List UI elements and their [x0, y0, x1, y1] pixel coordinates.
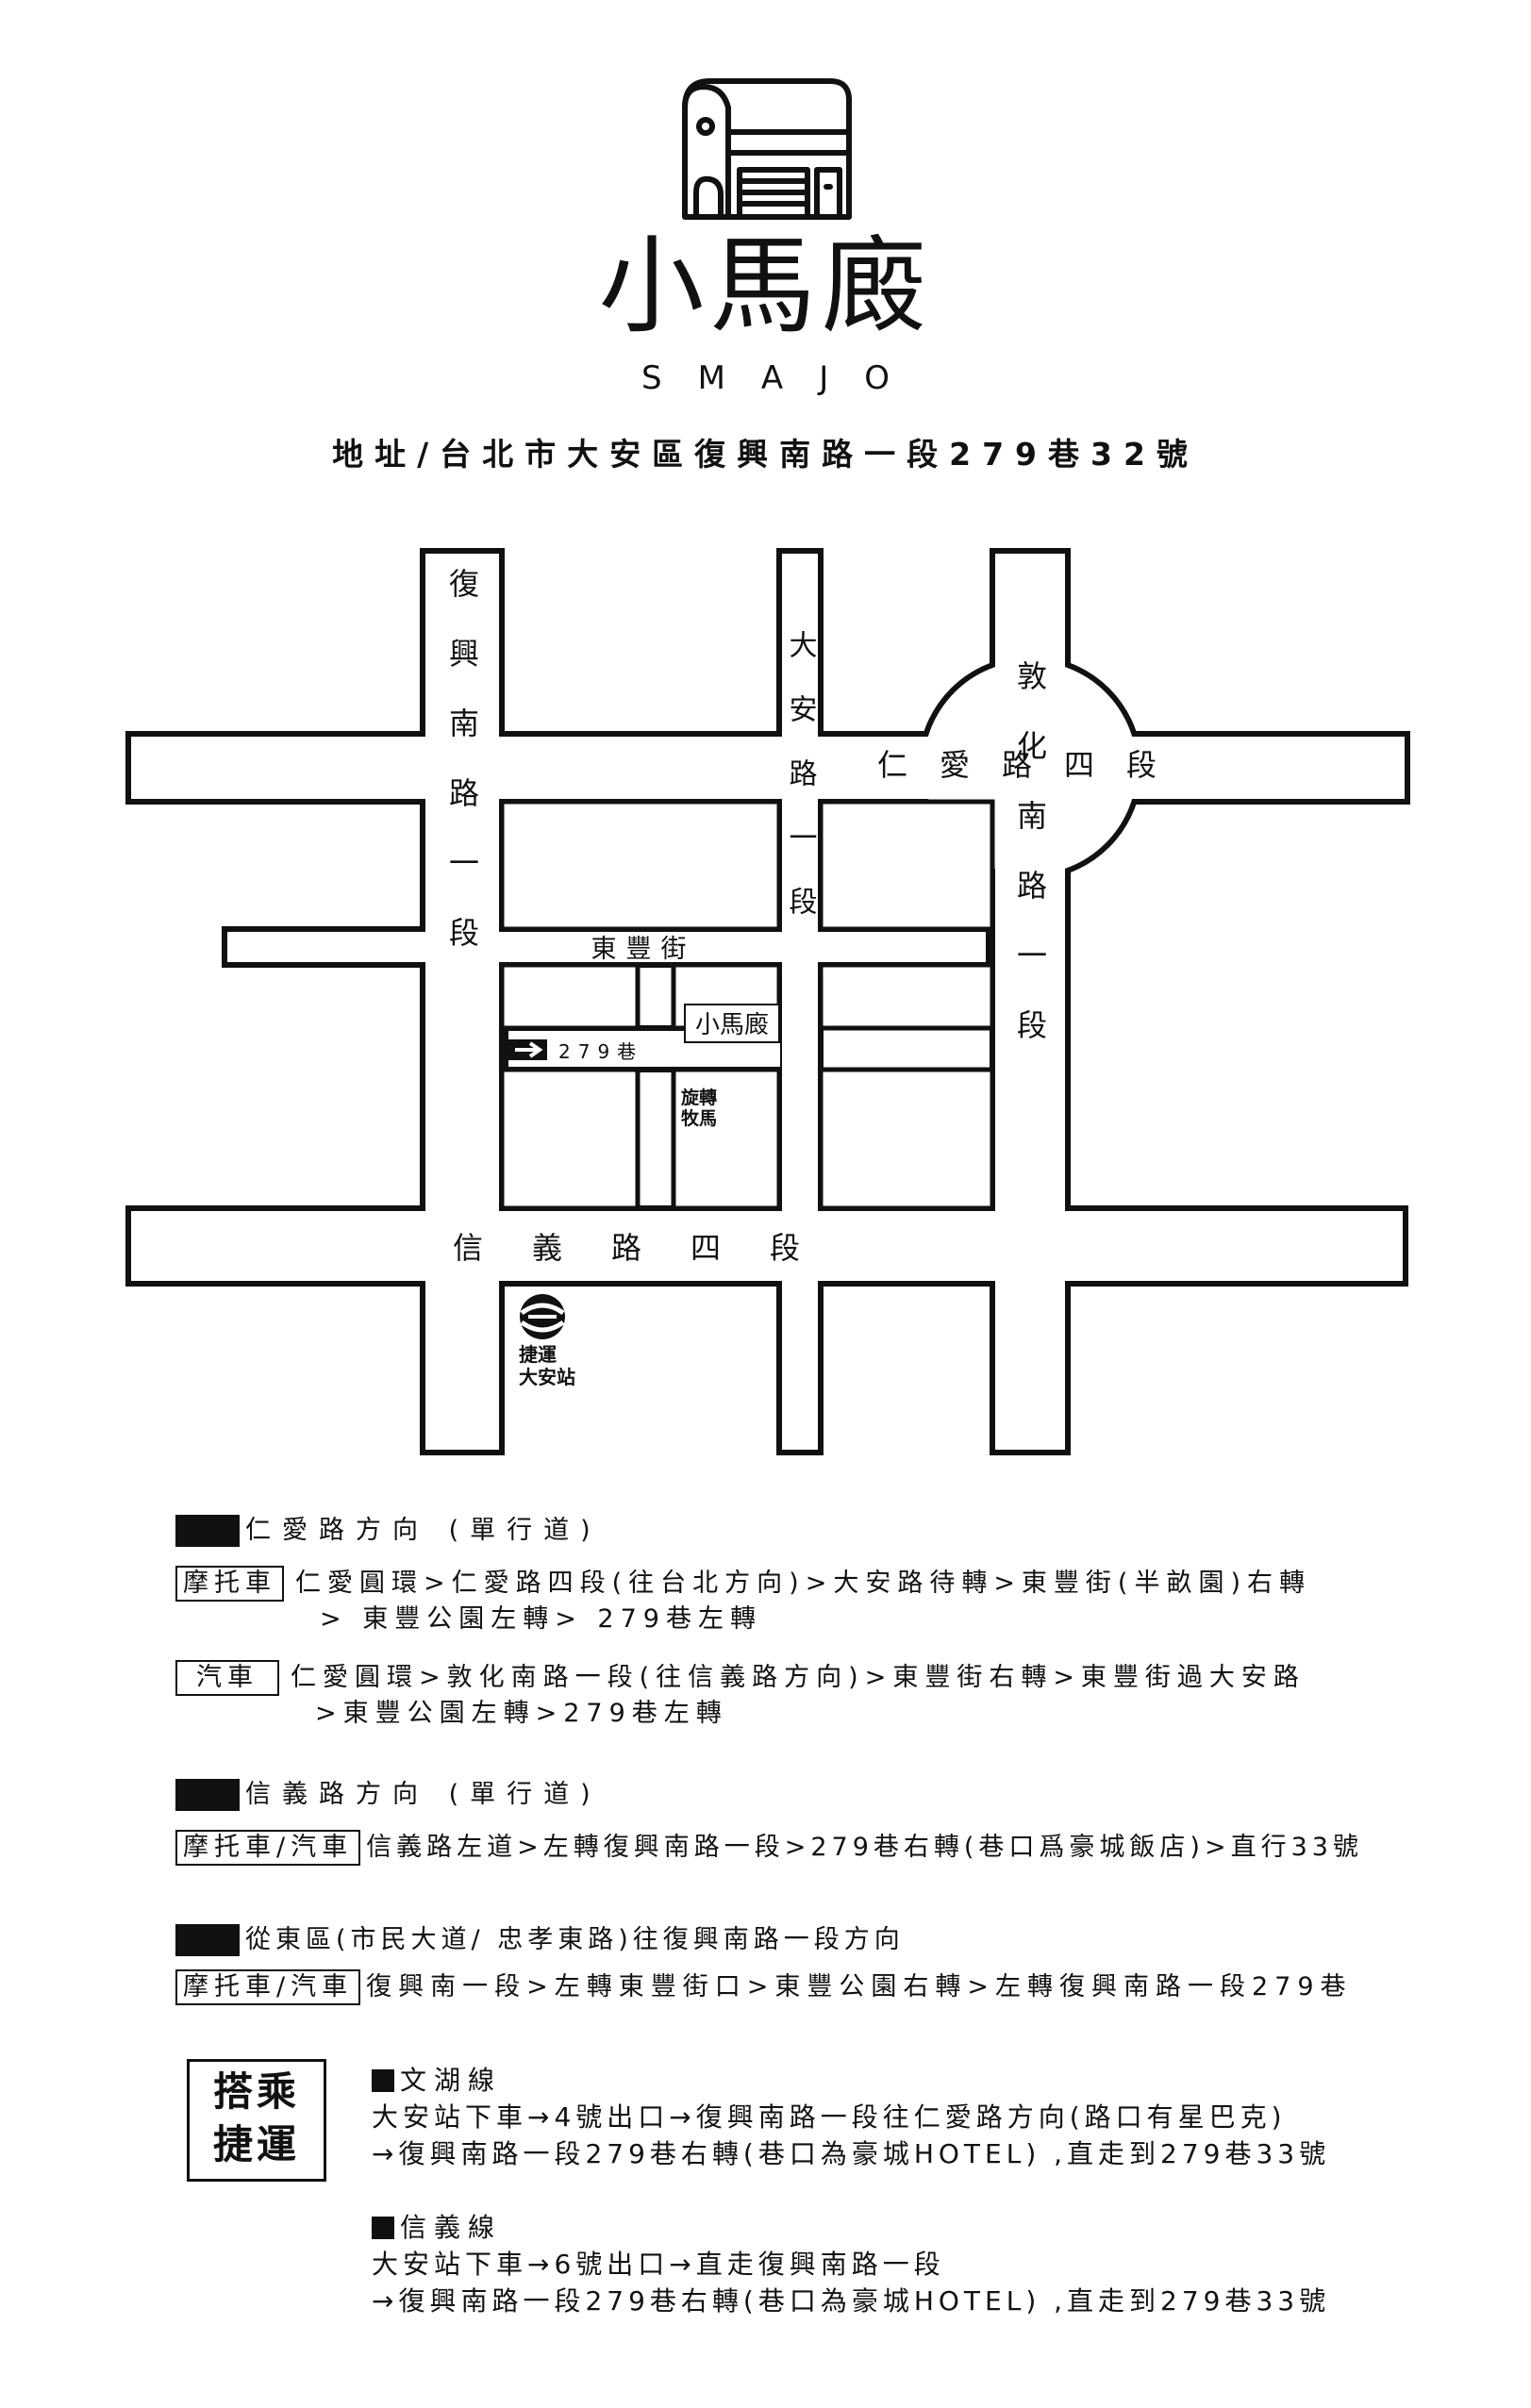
- shop-label: 小馬廄: [695, 1011, 769, 1039]
- metro-logo-icon: [520, 1294, 565, 1339]
- block: [671, 1067, 782, 1211]
- road-label-renai: 仁愛路四段: [877, 747, 1189, 783]
- route-tag: 汽車: [175, 1660, 279, 1696]
- road-label-xinyi: 信義路四段: [453, 1230, 849, 1266]
- direction-heading: 信義路方向 (單行道): [175, 1777, 1363, 1813]
- mrt-box: 搭乘 捷運: [187, 2059, 326, 2182]
- directions-east-district: 從東區(市民大道/ 忠孝東路)往復興南路一段方向 摩托車/汽車 復興南一段>左轉…: [175, 1922, 1353, 2005]
- block: [818, 1067, 995, 1211]
- mrt-station-label-line2: 大安站: [519, 1366, 575, 1388]
- address: 地址/台北市大安區復興南路一段279巷32號: [332, 436, 1199, 473]
- block: [818, 962, 995, 1031]
- route-line: 信義路左道>左轉復興南路一段>279巷右轉(巷口爲豪城飯店)>直行33號: [366, 1833, 1363, 1862]
- section-marker: [372, 2216, 394, 2239]
- direction-heading: 從東區(市民大道/ 忠孝東路)往復興南路一段方向: [175, 1922, 1353, 1958]
- section-marker: [175, 1515, 240, 1547]
- brand-latin-name: SMAJO: [641, 359, 925, 397]
- lane-279-label: 279巷: [558, 1040, 643, 1063]
- route-car: 汽車 仁愛圓環>敦化南路一段(往信義路方向)>東豐街右轉>東豐街過大安路 >東豐…: [175, 1660, 1311, 1732]
- mrt-line-heading: 文湖線: [372, 2062, 1330, 2099]
- mrt-line-heading: 信義線: [372, 2209, 1330, 2246]
- mrt-step: 大安站下車→4號出口→復興南路一段往仁愛路方向(路口有星巴克): [372, 2101, 1287, 2133]
- route-line: 仁愛圓環>仁愛路四段(往台北方向)>大安路待轉>東豐街(半畝園)右轉: [295, 1569, 1312, 1598]
- mrt-step: →復興南路一段279巷右轉(巷口為豪城HOTEL) ,直走到279巷33號: [372, 2285, 1331, 2317]
- landmark-label-line1: 旋轉: [680, 1087, 717, 1108]
- block: [499, 962, 641, 1031]
- house-icon: [682, 78, 852, 220]
- block: [499, 799, 782, 932]
- route-line: 復興南一段>左轉東豐街口>東豐公園右轉>左轉復興南路一段279巷: [366, 1972, 1353, 2001]
- route-motorcycle-car: 摩托車/汽車 信義路左道>左轉復興南路一段>279巷右轉(巷口爲豪城飯店)>直行…: [175, 1830, 1363, 1866]
- section-marker: [175, 1779, 240, 1811]
- direction-heading: 仁愛路方向 (單行道): [175, 1513, 1311, 1549]
- directions-renai: 仁愛路方向 (單行道) 摩托車 仁愛圓環>仁愛路四段(往台北方向)>大安路待轉>…: [175, 1513, 1311, 1732]
- route-tag: 摩托車/汽車: [175, 1830, 361, 1866]
- directions-xinyi: 信義路方向 (單行道) 摩托車/汽車 信義路左道>左轉復興南路一段>279巷右轉…: [175, 1777, 1363, 1866]
- brand-name: 小馬廄: [598, 225, 933, 348]
- mrt-step: →復興南路一段279巷右轉(巷口為豪城HOTEL) ,直走到279巷33號: [372, 2138, 1331, 2169]
- route-motorcycle: 摩托車 仁愛圓環>仁愛路四段(往台北方向)>大安路待轉>東豐街(半畝園)右轉 >…: [175, 1566, 1311, 1637]
- road-label-fuxing: 復興南路一段: [444, 568, 480, 987]
- block: [818, 799, 995, 932]
- mrt-box-line: 捷運: [212, 2121, 300, 2167]
- route-line: >東豐公園左轉>279巷左轉: [315, 1699, 728, 1728]
- section-marker: [372, 2068, 394, 2092]
- mrt-box-line: 搭乘: [212, 2068, 300, 2115]
- route-tag: 摩托車: [175, 1566, 284, 1602]
- route-motorcycle-car: 摩托車/汽車 復興南一段>左轉東豐街口>東豐公園右轉>左轉復興南路一段279巷: [175, 1969, 1353, 2005]
- road-label-daan: 大安路一段: [784, 630, 818, 951]
- street-map: 仁愛路四段 復興南路一段 大安路一段 敦化南路一段 東豐街 信義路四段 279巷…: [125, 548, 1410, 1455]
- mrt-line-xinyi: 信義線 大安站下車→6號出口→直走復興南路一段 →復興南路一段279巷右轉(巷口…: [372, 2209, 1330, 2319]
- section-marker: [175, 1924, 240, 1956]
- mrt-step: 大安站下車→6號出口→直走復興南路一段: [372, 2249, 945, 2280]
- road-label-dongfeng: 東豐街: [591, 935, 696, 964]
- landmark-label-line2: 牧馬: [681, 1107, 717, 1129]
- route-tag: 摩托車/汽車: [175, 1969, 361, 2005]
- route-line: 仁愛圓環>敦化南路一段(往信義路方向)>東豐街右轉>東豐街過大安路: [291, 1663, 1306, 1692]
- right-arrow-icon: [508, 1039, 547, 1060]
- mrt-station-label-line1: 捷運: [519, 1343, 557, 1366]
- shop-marker: [684, 1004, 780, 1043]
- block: [499, 1067, 641, 1211]
- mrt-line-wenhu: 文湖線 大安站下車→4號出口→復興南路一段往仁愛路方向(路口有星巴克) →復興南…: [372, 2062, 1330, 2172]
- road-label-dunhua: 敦化南路一段: [1012, 660, 1048, 1079]
- route-line: > 東豐公園左轉> 279巷左轉: [320, 1604, 762, 1634]
